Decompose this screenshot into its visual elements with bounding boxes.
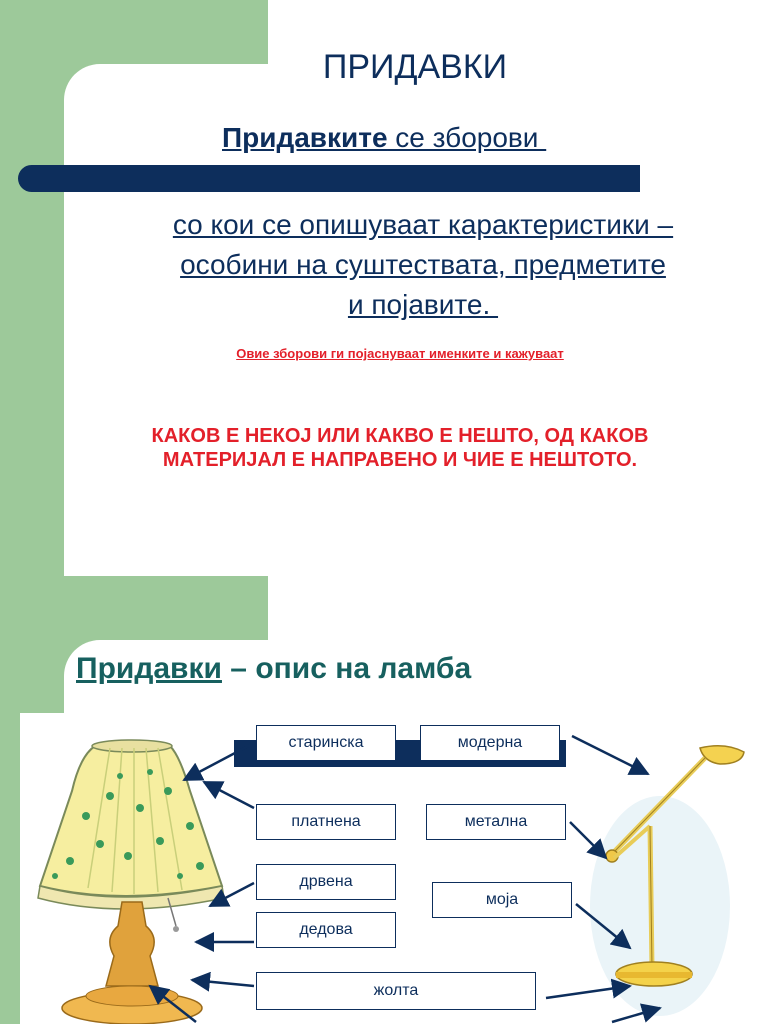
body-line-1: со кои се опишуваат карактеристики – — [172, 209, 674, 240]
slide-2-title: Придавки – опис на ламба — [76, 652, 471, 686]
word-antique: старинска — [256, 725, 396, 761]
slide-title: ПРИДАВКИ — [322, 48, 508, 86]
body-line-3: и појавите. — [347, 289, 499, 320]
definition-rest: се зборови — [387, 122, 547, 153]
definition-line: Придавките се зборови — [222, 122, 546, 154]
caps-line-2: МАТЕРИЈАЛ Е НАПРАВЕНО И ЧИЕ Е НЕШТОТО. — [162, 449, 638, 471]
slide-2: Придавки – опис на ламба — [0, 576, 768, 1024]
word-yellow: жолта — [256, 972, 536, 1010]
content-panel — [64, 64, 768, 576]
word-metal: метална — [426, 804, 566, 840]
desk-lamp-icon — [590, 745, 745, 1016]
word-wooden: дрвена — [256, 864, 396, 900]
definition-keyword: Придавките — [222, 122, 388, 153]
slide-1: ПРИДАВКИ Придавките се зборови со кои се… — [0, 0, 768, 576]
arrows-layer — [148, 734, 662, 1024]
caps-line-1: КАКОВ Е НЕКОЈ ИЛИ КАКВО Е НЕШТО, ОД КАКО… — [151, 425, 649, 447]
title-rest: – опис на ламба — [221, 652, 472, 685]
word-grandpas: дедова — [256, 912, 396, 948]
definition-body: со кои се опишуваат карактеристики – осо… — [110, 205, 736, 325]
word-cloth: платнена — [256, 804, 396, 840]
word-modern: модерна — [420, 725, 560, 761]
caps-statement: КАКОВ Е НЕКОЈ ИЛИ КАКВО Е НЕШТО, ОД КАКО… — [70, 424, 730, 472]
title-keyword: Придавки — [76, 652, 222, 685]
word-mine: моја — [432, 882, 572, 918]
note-text: Овие зборови ги појаснуваат именките и к… — [236, 346, 564, 361]
blue-divider-bar — [18, 165, 640, 192]
antique-lamp-icon — [37, 739, 225, 1024]
body-line-2: особини на суштествата, предметите — [180, 249, 666, 280]
